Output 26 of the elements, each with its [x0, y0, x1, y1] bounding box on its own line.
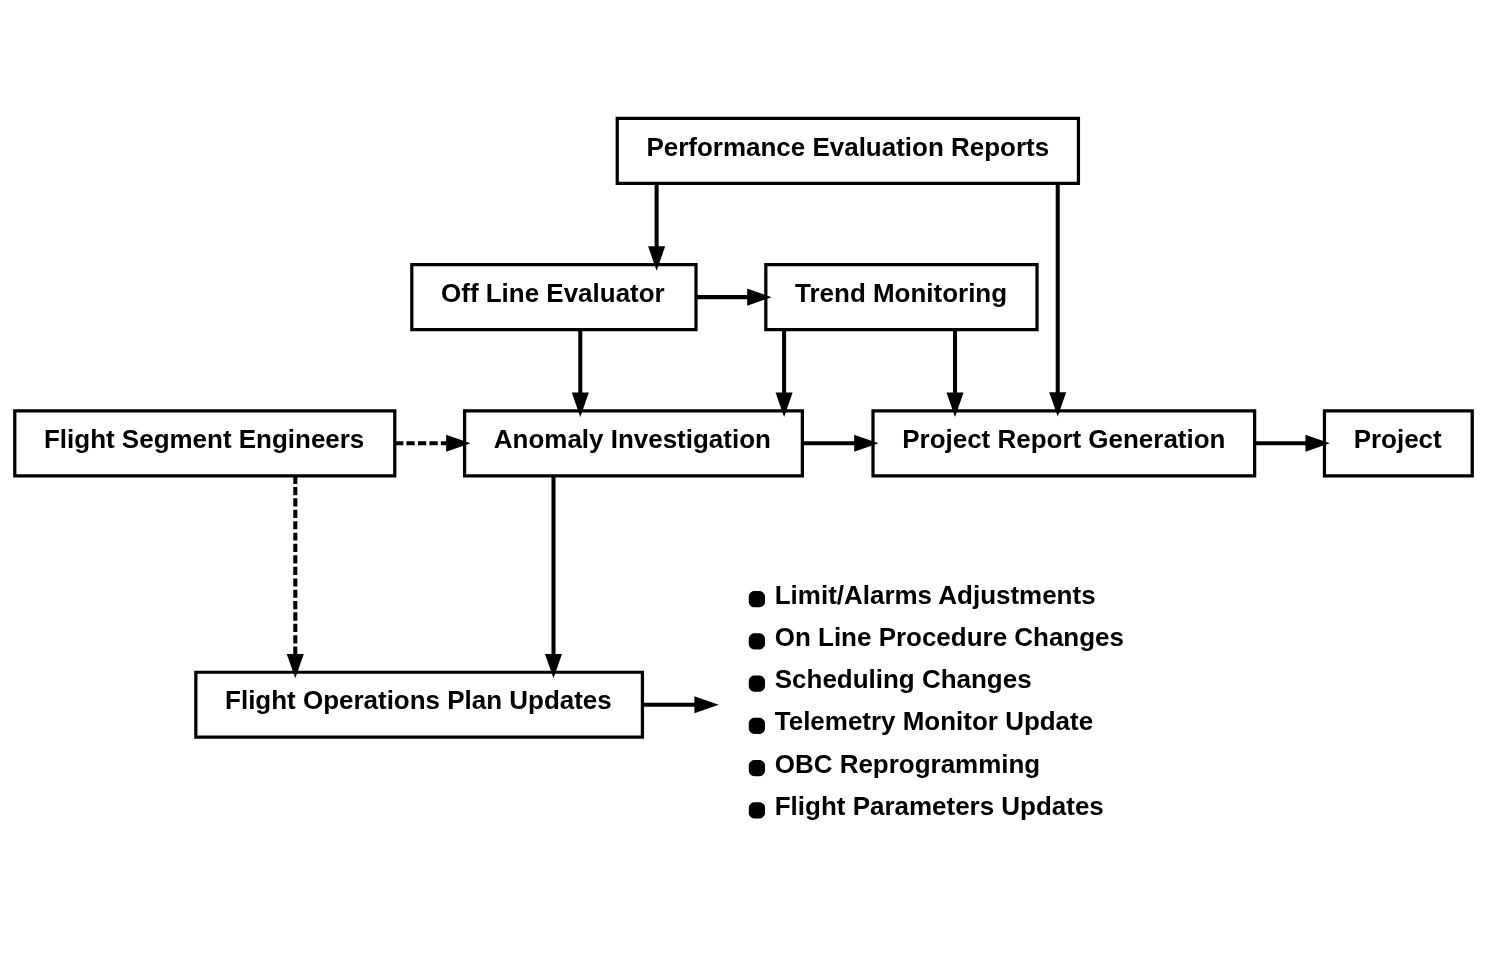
node-box: Project Report Generation — [871, 409, 1257, 478]
arrow — [286, 475, 304, 679]
node-box: Performance Evaluation Reports — [615, 116, 1081, 186]
arrow — [395, 434, 471, 452]
arrow — [946, 330, 964, 417]
node-label: Flight Parameters Updates — [774, 790, 1104, 821]
node-box: Flight Segment Engineers — [13, 409, 397, 478]
node-box: Off Line Evaluator — [410, 263, 698, 332]
node-label: OBC Reprogramming — [774, 748, 1041, 779]
arrow — [1049, 183, 1067, 417]
node-label: Scheduling Changes — [774, 664, 1032, 695]
node-label: On Line Procedure Changes — [774, 621, 1124, 652]
node-label: Limit/Alarms Adjustments — [774, 579, 1096, 610]
arrow — [642, 696, 719, 714]
arrow — [1255, 434, 1330, 452]
node-box: Project — [1322, 409, 1474, 478]
node-box: Trend Monitoring — [764, 263, 1039, 332]
node-box: Flight Operations Plan Updates — [194, 670, 645, 739]
arrow — [775, 330, 793, 417]
arrow — [696, 288, 772, 306]
node-box: Anomaly Investigation — [462, 409, 804, 478]
arrow — [571, 330, 589, 417]
node-label: Telemetry Monitor Update — [774, 706, 1094, 737]
arrow — [802, 434, 879, 452]
arrow — [648, 184, 666, 271]
arrow — [544, 475, 563, 679]
